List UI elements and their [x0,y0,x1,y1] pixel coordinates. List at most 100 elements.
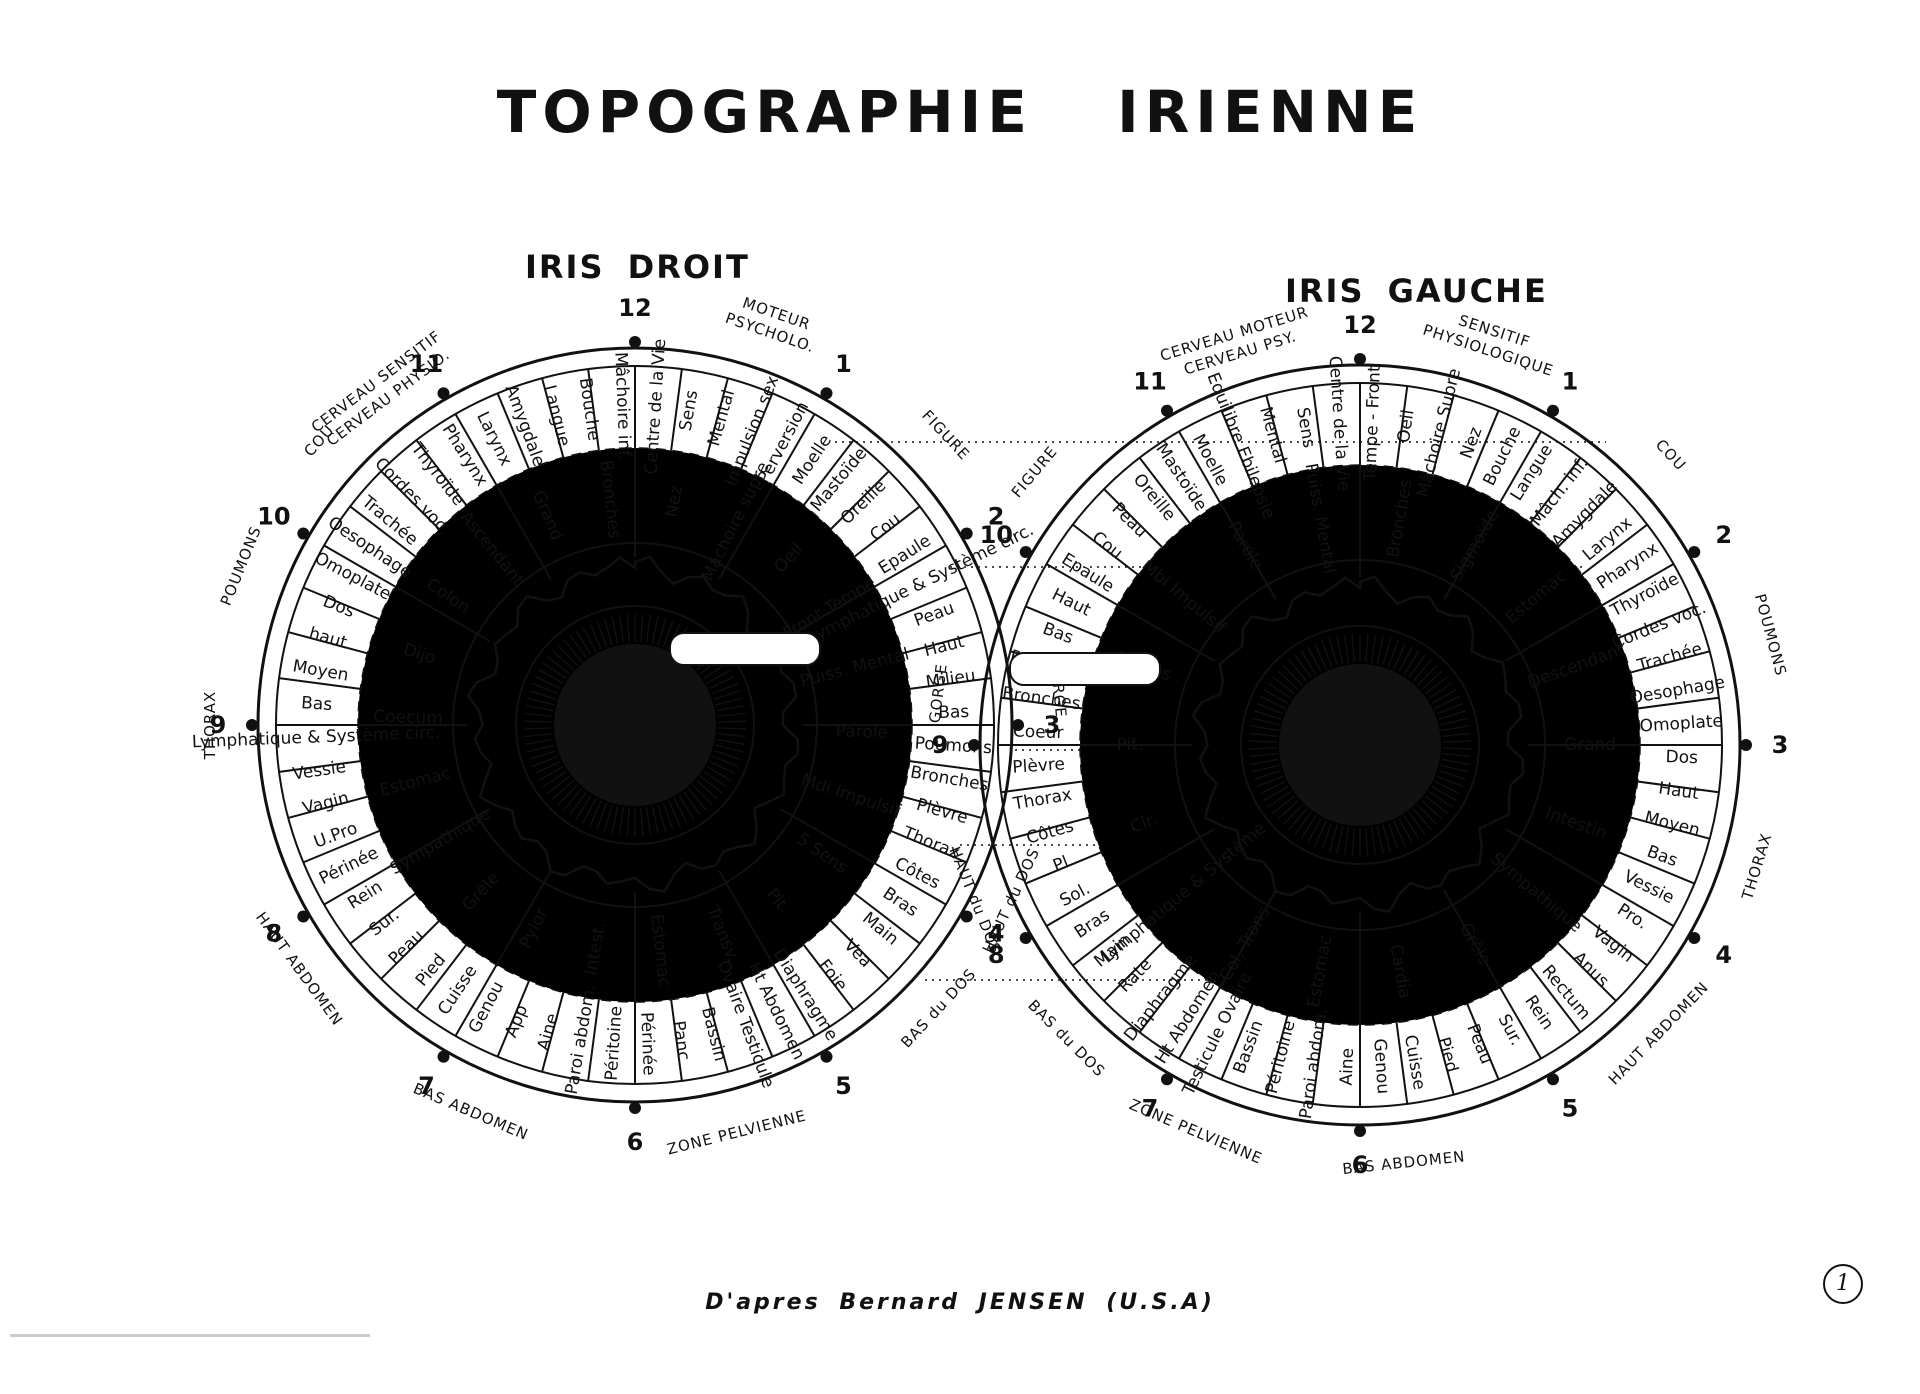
iris-fiber [1328,638,1338,666]
iris-fiber [1412,808,1432,831]
sector-divider [1220,410,1254,487]
iris-fiber [699,775,723,794]
ciliary-ring [1240,625,1480,865]
iris-fiber [575,795,592,820]
iris-fiber [1424,795,1448,814]
zone-vea: Vea [840,935,876,971]
zone-cotes: Côtes [1024,816,1076,848]
hour-label-5: 5 [1562,1095,1579,1123]
iris-fiber [706,765,732,782]
region-bas-abdomen: BAS ABDOMEN [411,1079,532,1144]
hour-label-3: 3 [1772,731,1789,759]
region-thorax: THORAX [1738,831,1776,903]
region-poumons: POUMONS [217,523,265,608]
sector-divider [740,980,774,1058]
zone-bas: Bas [301,693,333,715]
iris-fiber [717,720,746,723]
sector-divider [1103,942,1163,1002]
sector-divider [287,631,368,655]
hour-marker [1013,932,1032,946]
zone-dos: Dos [1665,747,1698,768]
sector-divider [1504,828,1675,927]
zone-mental: Mental [1255,405,1290,466]
zone-coecum: Coecum [373,707,443,729]
collarette [1191,575,1525,913]
sector-divider [670,999,683,1082]
iris-fiber [1249,740,1278,743]
zone-sens: Sens [1292,406,1319,450]
iris-fiber [1412,659,1432,682]
sector-divider [1395,1022,1409,1105]
zone-omoplate: Omoplate [1639,711,1724,736]
iris-fiber [1249,752,1278,758]
iris-fiber [1250,725,1279,732]
iris-fiber [1256,775,1284,788]
iris-fiber [1424,676,1448,695]
iris-fiber [1263,688,1289,705]
iris-fiber [716,738,745,745]
iris-fiber [1376,636,1384,664]
iris-fiber [596,620,608,648]
zone-foie: Foie [814,956,851,996]
sector-divider [302,586,380,620]
iris-fiber [715,697,743,706]
region-figure: FIGURE [918,407,973,464]
iris-fiber [1249,732,1278,738]
iris-fiber [589,800,602,827]
sector-divider [1025,851,1102,885]
sector-divider [1431,1015,1455,1095]
pupil [554,644,716,806]
sector-divider [670,368,683,451]
sector-divider [705,992,729,1073]
sector-divider [890,830,968,864]
iris-fiber [1351,634,1355,663]
zone-bras: Bras [1071,905,1114,943]
iris-fiber [524,732,553,738]
iris-fiber [557,644,578,666]
hour-label-3: 3 [1044,711,1061,739]
hour-marker [436,381,450,400]
iris-fiber [529,749,557,760]
iris-fiber [1307,817,1322,844]
hour-label-6: 6 [627,1128,644,1156]
sector-divider [496,392,530,470]
sector-divider [1581,914,1648,967]
iris-fiber [1382,638,1392,666]
iris-fiber [547,775,571,794]
iris-fiber [1370,827,1377,856]
iris-fiber [547,656,571,675]
iris-fiber [557,784,578,806]
zone-cou: Cou [866,509,904,545]
iris-fiber [1252,764,1280,773]
sector-divider [1637,780,1720,794]
iris-fiber [1294,811,1312,836]
zone-bas: Bas [1644,842,1680,872]
iris-fiber [645,807,652,836]
zone-machoire-inf: Mâchoire inf. [610,352,634,461]
sector-divider [802,944,855,1011]
sector-divider [1220,1003,1254,1080]
sector-divider [1025,605,1102,639]
sector-divider [1138,966,1191,1033]
sector-divider [1443,889,1542,1060]
iris-fiber [552,650,574,670]
hour-marker [820,1050,834,1069]
iris-fiber [527,744,555,753]
zone-bronches: Bronches [909,762,990,795]
iris-fiber [531,682,559,695]
sector-divider [587,368,600,451]
region-thorax: THORAX [201,691,219,761]
iris-fiber [1408,811,1426,836]
ciliary-ring [515,605,755,845]
sector-divider [1000,696,1083,710]
sector-divider [1138,457,1191,524]
sector-divider [909,677,992,690]
sector-divider [902,795,983,819]
sector-divider [1395,385,1409,468]
iris-fiber [715,744,743,753]
zone-rate: Rate [1115,955,1157,997]
hour-marker [1012,719,1032,731]
iris-fiber [1431,688,1457,705]
iris-fiber [713,690,741,701]
sector-divider [1443,430,1542,601]
